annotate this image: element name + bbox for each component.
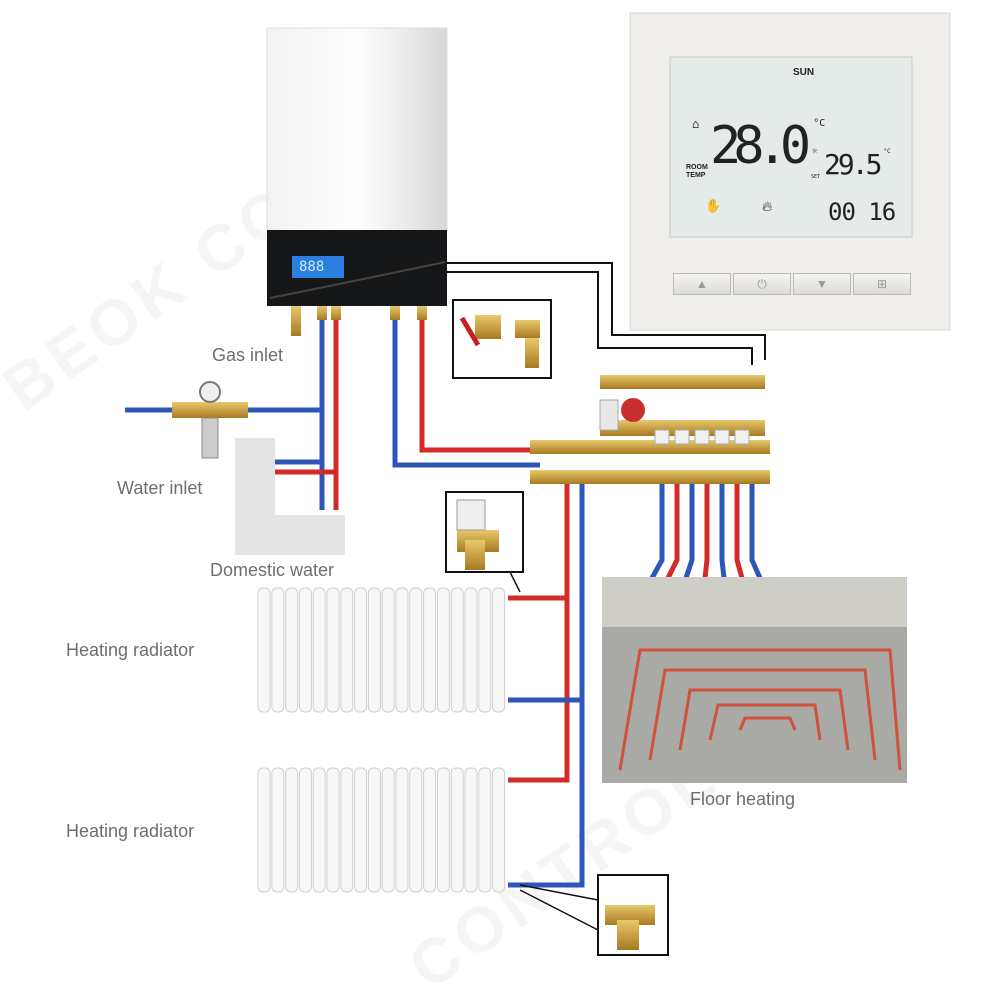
boiler-body (266, 27, 448, 233)
radiator-column (326, 767, 340, 893)
boiler-display-value: 888 (299, 259, 325, 275)
hot-pipe (419, 320, 540, 453)
radiator-column (367, 587, 381, 713)
radiator-column (257, 587, 271, 713)
domestic-water-fixture (235, 438, 345, 555)
sun-icon: ☼ (812, 147, 818, 157)
up-icon: ▲ (696, 277, 708, 291)
set-temp-group: 29.5 °C (824, 148, 891, 181)
day-indicator: SUN (793, 67, 815, 78)
radiator-column (409, 587, 423, 713)
thermostat-lcd (669, 56, 913, 238)
radiator-column (492, 587, 506, 713)
temp-label: TEMP (686, 172, 706, 179)
radiator-column (450, 767, 464, 893)
heating-radiator-1 (257, 587, 506, 713)
flame-icon: 🔥︎ (762, 199, 773, 215)
radiator-column (340, 587, 354, 713)
domestic-water-label: Domestic water (210, 560, 335, 580)
floor-heating-photo (602, 577, 907, 783)
room-label: ROOM (686, 164, 708, 171)
control-wire (447, 262, 766, 360)
radiator-column (436, 767, 450, 893)
radiator-column (285, 767, 299, 893)
set-label: SET (811, 174, 821, 180)
radiator-column (354, 767, 368, 893)
radiator-column (312, 587, 326, 713)
heating-radiator-label: Heating radiator (66, 640, 195, 660)
menu-button[interactable]: ⊞ (853, 273, 911, 295)
heating-radiator-label: Heating radiator (66, 821, 195, 841)
radiator-column (478, 767, 492, 893)
cold-pipe (508, 470, 585, 888)
home-icon: ⌂ (692, 117, 700, 131)
manual-mode-icon: ✋ (705, 199, 722, 214)
radiator-column (395, 587, 409, 713)
radiator-column (492, 767, 506, 893)
heating-radiator-2 (257, 767, 506, 893)
radiator-column (271, 587, 285, 713)
control-wire (447, 271, 753, 365)
radiator-column (423, 767, 437, 893)
menu-icon: ⊞ (876, 277, 888, 291)
radiator-column (312, 767, 326, 893)
radiator-column (478, 587, 492, 713)
radiator-column (464, 587, 478, 713)
manifold (530, 375, 770, 484)
cold-pipe (392, 320, 540, 468)
radiator-column (423, 587, 437, 713)
boiler-lcd (292, 256, 344, 278)
radiator-column (257, 767, 271, 893)
power-icon: ⏻ (757, 276, 767, 291)
radiator-column (271, 767, 285, 893)
set-temperature: 29.5 (824, 148, 882, 181)
radiator-column (354, 587, 368, 713)
down-button[interactable]: ▼ (793, 273, 851, 295)
clock-time: 00 16 (828, 198, 896, 226)
radiator-column (450, 587, 464, 713)
water-inlet-label: Water inlet (117, 478, 203, 498)
power-button[interactable]: ⏻ (733, 273, 791, 295)
radiator-column (298, 587, 312, 713)
up-button[interactable]: ▲ (673, 273, 731, 295)
radiator-column (436, 587, 450, 713)
radiator-column (409, 767, 423, 893)
room-temp-unit: °C (813, 118, 826, 129)
radiator-column (285, 587, 299, 713)
set-temp-unit: °C (883, 148, 891, 155)
room-temperature: 28.0 (710, 116, 811, 176)
floor-heating-label: Floor heating (690, 789, 796, 809)
radiator-column (340, 767, 354, 893)
room-temp-group: 28.0 °C (710, 108, 825, 184)
radiator-column (381, 587, 395, 713)
radiator-column (326, 587, 340, 713)
radiator-column (367, 767, 381, 893)
radiator-column (395, 767, 409, 893)
down-icon: ▼ (816, 277, 828, 291)
radiator-column (298, 767, 312, 893)
gas-inlet-label: Gas inlet (212, 345, 284, 365)
radiator-column (464, 767, 478, 893)
hot-pipe (508, 470, 570, 783)
radiator-column (381, 767, 395, 893)
